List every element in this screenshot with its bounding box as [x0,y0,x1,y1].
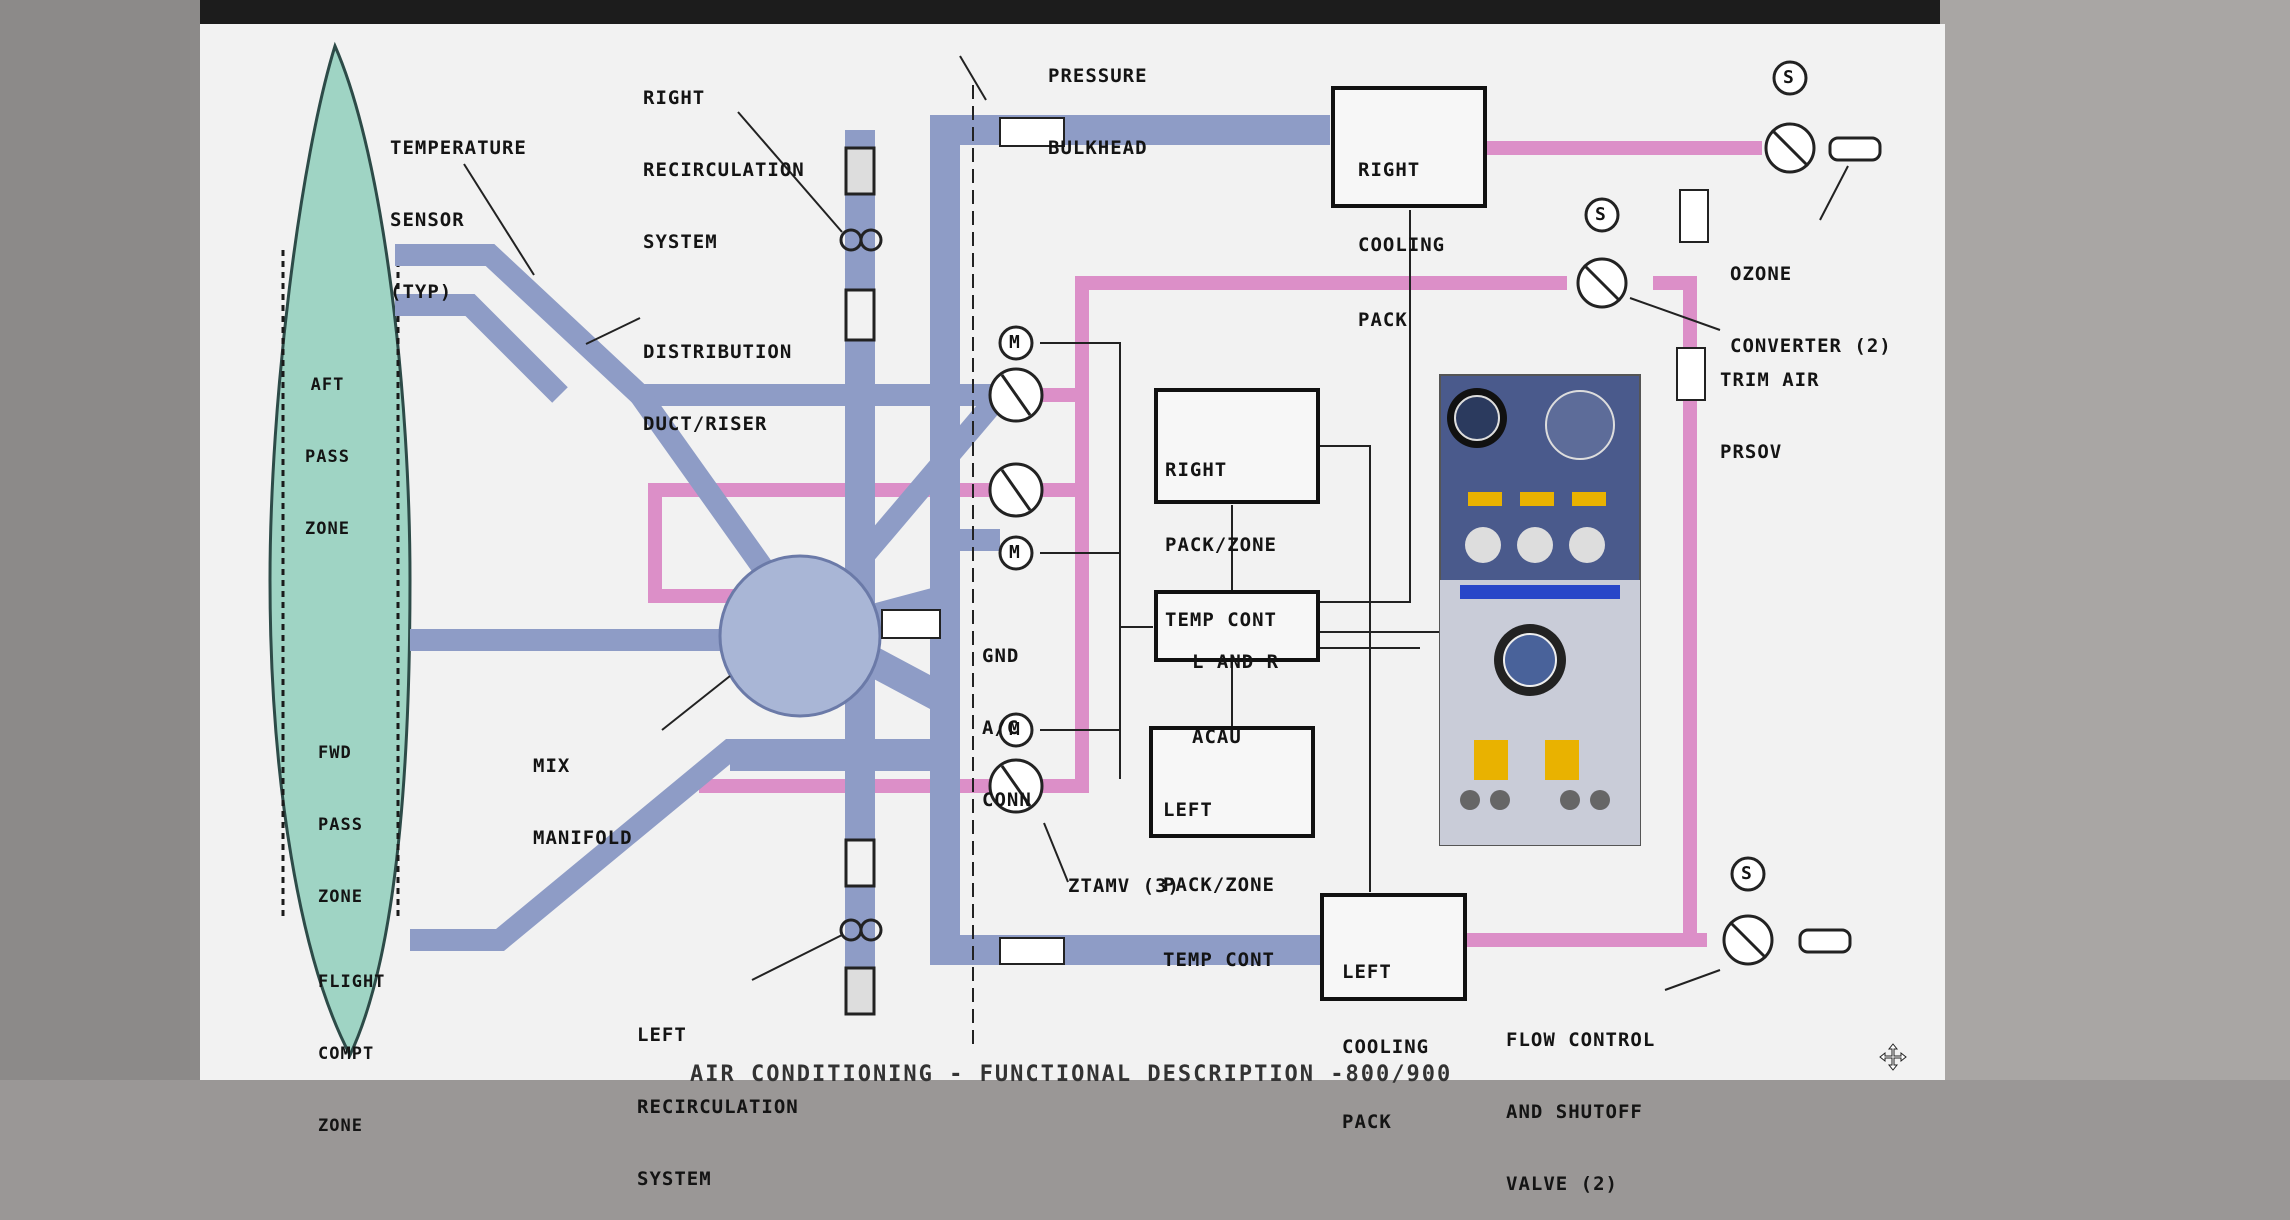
lcp-line-2: COOLING [1342,1036,1430,1058]
aft-pass-zone-label: AFT PASS ZONE [305,325,350,565]
trim-air-line-1: TRIM AIR [1720,369,1820,391]
flight-zone-line-2: COMPT [318,1044,375,1064]
recirc-duct [852,150,868,990]
check-valve-icons [881,117,1709,965]
left-recirc-fan-icon [839,838,883,1016]
mix-manifold-body [718,554,882,718]
rcp-line-3: PACK [1358,309,1408,331]
temp-sensor-line-2: SENSOR [390,209,465,231]
fwd-zone-line-1: FWD [318,743,352,763]
left-recirc-line-1: LEFT [637,1024,687,1046]
control-wiring [1040,210,1440,892]
bulkhead-line-1: PRESSURE [1048,65,1148,87]
flow-control-line-1: FLOW CONTROL [1506,1029,1656,1051]
left-zone-temp-box [1149,726,1315,838]
gnd-line-2: A/C [982,717,1020,739]
left-pack-zone-temp-label: LEFT PACK/ZONE TEMP CONT [1163,748,1275,998]
right-zone-temp-box [1154,388,1320,504]
aft-zone-line-3: ZONE [305,519,350,539]
right-recirc-line-1: RIGHT [643,87,706,109]
acau-line-1: L AND R [1192,651,1280,673]
move-cursor-icon [1879,1043,1907,1071]
mix-manifold-line-1: MIX [533,755,571,777]
background-right [1940,0,2290,1080]
rzt-line-2: PACK/ZONE [1165,534,1277,556]
aft-zone-line-1: AFT [310,375,345,395]
motor-icon-top: M [1009,332,1021,353]
ozone-line-1: OZONE [1730,263,1793,285]
left-cooling-pack-box [1320,893,1467,1001]
flow-control-valve-label: FLOW CONTROL AND SHUTOFF VALVE (2) [1506,980,1655,1220]
gnd-line-3: CONN [982,789,1032,811]
shutoff-icon-trim: S [1595,204,1607,225]
ztamv-motor-icons [998,325,1034,748]
trim-air-prsov-label: TRIM AIR PRSOV [1720,320,1820,488]
right-cooling-pack-label: RIGHT COOLING PACK [1358,108,1445,358]
distribution-line-2: DUCT/RISER [643,413,768,435]
cabin-dashed-outline [281,250,400,920]
fwd-pass-zone-label: FWD PASS ZONE [318,693,363,933]
leader-lines [463,55,1849,991]
flight-zone-line-1: FLIGHT [318,972,386,992]
temperature-sensor-label: TEMPERATURE SENSOR (TYP) [390,88,527,328]
ozone-converter-label: OZONE CONVERTER (2) [1730,214,1892,382]
acau-line-2: ACAU [1192,726,1242,748]
rcp-line-2: COOLING [1358,234,1446,256]
mix-manifold-label: MIX MANIFOLD [533,706,633,874]
lcp-line-1: LEFT [1342,961,1392,983]
motor-icon-bottom: M [1009,719,1021,740]
right-recirculation-label: RIGHT RECIRCULATION SYSTEM [643,38,805,278]
motor-icon-mid: M [1009,542,1021,563]
ozone-converter-icons [1798,136,1882,954]
left-recirc-line-2: RECIRCULATION [637,1096,799,1118]
fwd-zone-line-2: PASS [318,815,363,835]
left-cooling-pack-label: LEFT COOLING PACK [1342,910,1429,1160]
lzt-line-3: TEMP CONT [1163,949,1275,971]
right-recirc-line-2: RECIRCULATION [643,159,805,181]
rcp-line-1: RIGHT [1358,159,1421,181]
flight-zone-line-3: ZONE [318,1116,363,1136]
right-recirc-line-3: SYSTEM [643,231,718,253]
ozone-line-2: CONVERTER (2) [1730,335,1892,357]
rzt-line-1: RIGHT [1165,459,1228,481]
diagram-screen: AFT PASS ZONE FWD PASS ZONE FLIGHT COMPT… [0,0,2290,1195]
pressure-bulkhead-label: PRESSURE BULKHEAD [1048,16,1148,184]
flight-compt-zone-label: FLIGHT COMPT ZONE [318,922,385,1162]
shutoff-icon-right: S [1783,67,1795,88]
temp-sensor-line-3: (TYP) [390,281,453,303]
component-boxes [1149,86,1487,1001]
acau-label: L AND R ACAU [1192,600,1279,775]
air-conditioning-diagram [0,0,2290,1080]
airplane-fuselage [268,41,412,1059]
acau-box [1154,590,1320,662]
right-recirc-fan-icon [839,146,883,342]
right-pack-zone-temp-label: RIGHT PACK/ZONE TEMP CONT [1165,408,1277,658]
left-recirculation-label: LEFT RECIRCULATION SYSTEM [637,975,799,1215]
bulkhead-line-2: BULKHEAD [1048,137,1148,159]
gnd-line-1: GND [982,645,1020,667]
background-left [0,0,200,1080]
left-recirc-line-3: SYSTEM [637,1168,712,1190]
fwd-zone-line-3: ZONE [318,887,363,907]
rzt-line-3: TEMP CONT [1165,609,1277,631]
ac-control-panel [1439,374,1641,846]
prsov-valve-icons [1576,60,1816,966]
ztamv-label: ZTAMV (3) [1068,875,1180,897]
flow-control-line-2: AND SHUTOFF [1506,1101,1643,1123]
diagram-caption: AIR CONDITIONING - FUNCTIONAL DESCRIPTIO… [690,1062,1453,1087]
flow-control-line-3: VALVE (2) [1506,1173,1618,1195]
distribution-line-1: DISTRIBUTION [643,341,793,363]
lzt-line-1: LEFT [1163,799,1213,821]
right-cooling-pack-box [1331,86,1487,208]
distribution-duct-label: DISTRIBUTION DUCT/RISER [643,292,792,460]
gnd-ac-conn-label: GND A/C CONN [982,596,1032,836]
temp-sensor-line-1: TEMPERATURE [390,137,527,159]
lcp-line-3: PACK [1342,1111,1392,1133]
shutoff-icon-left: S [1741,863,1753,884]
mix-manifold-line-2: MANIFOLD [533,827,633,849]
ztamv-valve-icons [988,367,1044,814]
trim-air-line-2: PRSOV [1720,441,1783,463]
aft-zone-line-2: PASS [305,447,350,467]
lzt-line-2: PACK/ZONE [1163,874,1275,896]
